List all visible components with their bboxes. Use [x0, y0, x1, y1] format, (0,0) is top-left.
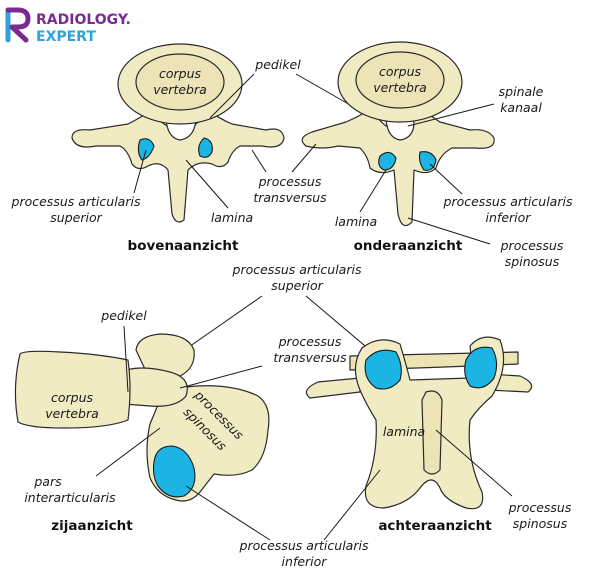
top-view-arch	[71, 109, 285, 223]
bottom-view-label-proc-art-inf-2: inferior	[486, 210, 532, 225]
label-proc-trans-mid-1: processus	[278, 334, 342, 349]
leader-bottom-spinal	[407, 103, 495, 127]
label-proc-art-inf-1: processus articularis	[239, 538, 369, 553]
leader-top-art-sup	[133, 149, 147, 194]
leader-back-art-inf	[323, 469, 381, 541]
top-view-vertebra	[71, 43, 285, 223]
side-view-label-pars-1: pars	[33, 474, 62, 489]
logo-mark-icon	[5, 7, 31, 43]
top-view-facet-left	[137, 138, 155, 161]
side-view-body	[14, 350, 131, 429]
back-view-spinous	[421, 390, 443, 475]
label-proc-trans-top-2: transversus	[253, 190, 327, 205]
bottom-view-label-spinale-1: spinale	[499, 84, 544, 99]
leader-bottom-trans	[291, 143, 317, 173]
leader-bottom-art-inf	[429, 163, 463, 195]
leader-bottom-lamina	[359, 169, 387, 213]
back-view-label-proc-spin-2: spinosus	[513, 516, 568, 531]
top-view-label-corpus-1: corpus	[159, 66, 202, 81]
leader-top-pedikel	[209, 73, 255, 119]
back-view-title: achteraanzicht	[378, 518, 492, 534]
back-view-label-lamina: lamina	[383, 424, 425, 439]
side-view-label-corpus-2: vertebra	[45, 406, 99, 421]
side-view-title: zijaanzicht	[51, 518, 133, 534]
back-view-facet-right	[464, 346, 498, 389]
label-proc-art-sup-1: processus articularis	[232, 262, 362, 277]
bottom-view-label-proc-spin-2: spinosus	[505, 254, 560, 269]
back-view-facet-left	[364, 349, 402, 390]
bottom-view-label-lamina: lamina	[335, 214, 377, 229]
side-view-label-pedikel: pedikel	[100, 308, 147, 323]
top-view-label-corpus-2: vertebra	[153, 82, 207, 97]
bottom-view-label-corpus-1: corpus	[379, 64, 422, 79]
bottom-view-label-corpus-2: vertebra	[373, 80, 427, 95]
bottom-view-vertebra	[301, 41, 495, 227]
bottom-view-label-proc-spin-1: processus	[500, 238, 564, 253]
logo-line-1: RADIOLOGY.	[36, 12, 131, 28]
leader-back-spinosus	[435, 429, 513, 497]
side-view-facet-inferior	[152, 445, 196, 498]
radiology-expert-logo: RADIOLOGY. EXPERT	[5, 7, 131, 45]
leader-top-lamina	[185, 159, 229, 209]
side-view-label-pars-2: interarticularis	[24, 490, 116, 505]
side-view-vertebra	[14, 333, 270, 502]
back-view-transverse-left	[305, 377, 361, 399]
label-proc-art-inf-2: inferior	[282, 554, 328, 569]
top-view-body-inner	[135, 53, 225, 111]
leader-bottom-spinosus	[407, 217, 491, 245]
top-view-facet-right	[198, 137, 213, 158]
leader-side-trans	[179, 365, 263, 389]
bottom-view-facet-left	[378, 151, 397, 171]
logo-line-2: EXPERT	[36, 29, 96, 45]
back-view-vertebra	[305, 336, 533, 510]
top-view-label-proc-art-sup-2: superior	[50, 210, 102, 225]
leader-top-trans	[251, 149, 267, 173]
top-view-title: bovenaanzicht	[128, 238, 239, 254]
top-view-label-lamina: lamina	[211, 210, 253, 225]
leader-side-pars	[95, 427, 161, 477]
bottom-view-label-proc-art-inf-1: processus articularis	[443, 194, 573, 209]
top-view-label-pedikel: pedikel	[254, 57, 301, 72]
leader-side-pedikel	[123, 325, 129, 393]
top-view-label-proc-art-sup-1: processus articularis	[11, 194, 141, 209]
back-view-label-proc-spin-1: processus	[508, 500, 572, 515]
bottom-view-title: onderaanzicht	[354, 238, 463, 254]
side-view-label-corpus-1: corpus	[51, 390, 94, 405]
bottom-view-body-inner	[355, 51, 445, 109]
label-proc-trans-top-1: processus	[258, 174, 322, 189]
bottom-view-label-spinale-2: kanaal	[500, 100, 542, 115]
side-view-pedicle	[119, 367, 188, 407]
label-proc-art-sup-2: superior	[271, 278, 323, 293]
leader-side-art-inf	[185, 485, 271, 541]
label-proc-trans-mid-2: transversus	[273, 350, 347, 365]
